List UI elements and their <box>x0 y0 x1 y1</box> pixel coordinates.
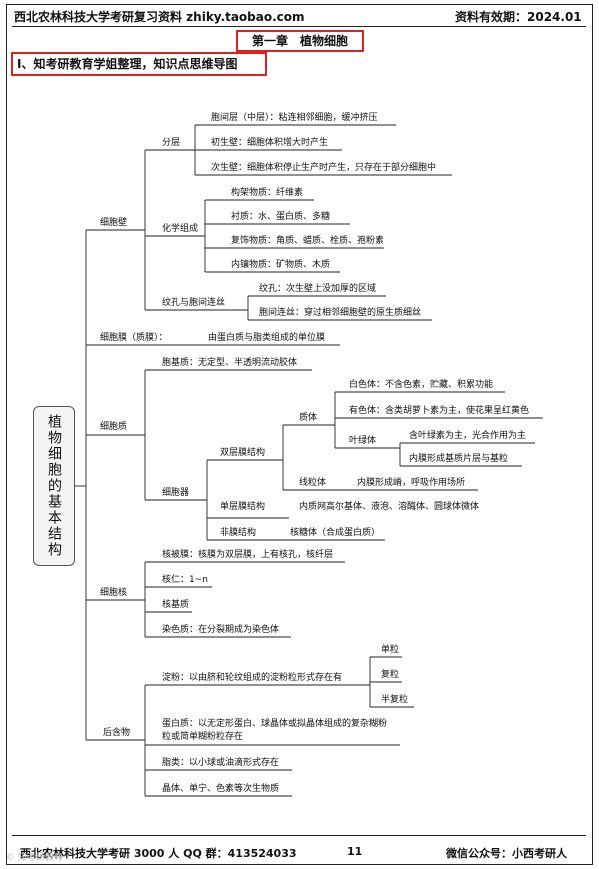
node-pits-plasmodesmata: 纹孔与胞间连丝 <box>162 298 226 308</box>
node-plastid: 质体 <box>299 413 318 423</box>
node-pit: 纹孔：次生壁上没加厚的区域 <box>259 284 377 294</box>
node-ergastic: 后含物 <box>103 728 131 738</box>
node-double-membrane: 双层膜结构 <box>220 448 266 458</box>
node-inlay: 内镶物质：矿物质、木质 <box>231 260 331 270</box>
node-starch: 淀粉：以由脐和轮纹组成的淀粉粒形式存在有 <box>162 673 343 683</box>
node-primary-wall: 初生壁：细胞体积增大时产生 <box>211 138 329 148</box>
node-organelles: 细胞器 <box>162 488 190 498</box>
node-layers: 分层 <box>162 138 181 148</box>
node-membrane-desc: 由蛋白质与脂类组成的单位膜 <box>208 333 326 343</box>
node-single-membrane-desc: 内质网高尔基体、液泡、溶酶体、圆球体微体 <box>299 502 480 512</box>
node-protein-1: 蛋白质：以无定形蛋白、球晶体或拟晶体组成的复杂糊粉 <box>162 719 388 729</box>
node-chromoplast: 有色体：含类胡萝卜素为主，使花果呈红黄色 <box>349 406 530 416</box>
footer-rule <box>12 835 586 836</box>
node-crystal: 晶体、单宁、色素等次生物质 <box>162 784 280 794</box>
node-semi-compound-grain: 半复粒 <box>381 695 409 705</box>
node-chloroplast: 叶绿体 <box>349 436 377 446</box>
header-right: 资料有效期：2024.01 <box>455 10 582 24</box>
node-matrix: 衬质：水、蛋白质、多糖 <box>231 212 331 222</box>
node-single-membrane: 单层膜结构 <box>220 502 266 512</box>
chapter-title: 第一章 植物细胞 <box>236 30 364 52</box>
node-cell-wall: 细胞壁 <box>100 218 128 228</box>
footer-wechat: 微信公众号：小西考研人 <box>446 847 567 860</box>
node-chloroplast-2: 内膜形成基质片层与基粒 <box>409 454 509 464</box>
page-number: 11 <box>347 845 363 858</box>
node-cytoplasm: 细胞质 <box>100 422 128 432</box>
node-simple-grain: 单粒 <box>381 645 400 655</box>
section-title: Ⅰ、知考研教育学姐整理，知识点思维导图 <box>11 52 267 76</box>
node-ribosome: 核糖体（合成蛋白质） <box>290 528 381 538</box>
node-nuclear-envelope: 核被膜：核膜为双层膜，上有核孔，核纤层 <box>162 550 334 560</box>
node-compound-grain: 复粒 <box>381 670 400 680</box>
header-rule <box>12 26 586 27</box>
footer-qq: 西北农林科技大学考研 3000 人 QQ 群：413524033 <box>20 847 297 860</box>
node-middle-lamella: 胞间层（中层）：粘连相邻细胞，缓冲挤压 <box>211 113 378 123</box>
node-secondary-wall: 次生壁：细胞体积停止生产时产生，只存在于部分细胞中 <box>211 163 437 173</box>
node-cell-membrane: 细胞膜（质膜）： <box>100 333 168 343</box>
node-protein-2: 粒或简单糊粉粒存在 <box>162 732 244 742</box>
node-chromatin: 染色质：在分裂期成为染色体 <box>162 625 280 635</box>
node-nucleolus: 核仁：1~n <box>162 575 208 585</box>
node-cytosol: 胞基质：无定型、半透明流动胶体 <box>162 358 298 368</box>
node-nucleoplasm: 核基质 <box>162 600 190 610</box>
node-incrustation: 复饰物质：角质、蜡质、栓质、孢粉素 <box>231 236 385 246</box>
header-left: 西北农林科技大学考研复习资料 zhiky.taobao.com <box>14 10 305 24</box>
page-border <box>6 4 593 865</box>
node-non-membrane: 非膜结构 <box>220 528 257 538</box>
node-chemical-composition: 化学组成 <box>162 224 199 234</box>
node-frame-substance: 构架物质：纤维素 <box>231 188 304 198</box>
node-mitochondrion: 线粒体 <box>299 478 327 488</box>
node-leucoplast: 白色体：不含色素，贮藏、积累功能 <box>349 380 494 390</box>
node-nucleus: 细胞核 <box>100 588 128 598</box>
node-chloroplast-1: 含叶绿素为主，光合作用为主 <box>409 431 527 441</box>
node-mitochondrion-desc: 内膜形成嵴，呼吸作用场所 <box>357 478 466 488</box>
node-lipid: 脂类：以小球或油滴形式存在 <box>162 758 280 768</box>
node-plasmodesma: 胞间连丝：穿过相邻细胞壁的原生质细丝 <box>259 308 422 318</box>
watermark: © 知考研教育 <box>6 853 63 863</box>
root-node: 植物细胞的基本结构 <box>33 406 75 566</box>
